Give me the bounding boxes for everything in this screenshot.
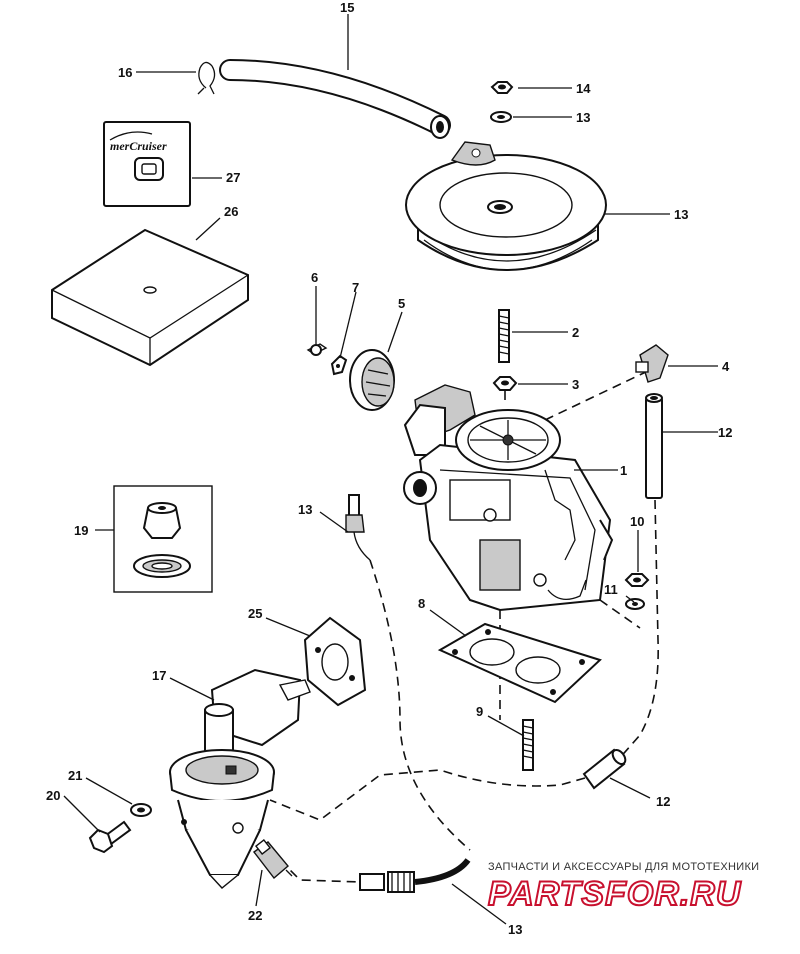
callout-7: 7 bbox=[352, 280, 359, 295]
callout-12-lower: 12 bbox=[656, 794, 670, 809]
decal-part-27: merCruiser bbox=[103, 121, 191, 207]
fuel-line-part-13-lower bbox=[359, 858, 471, 893]
callout-14: 13 bbox=[674, 207, 688, 222]
nut-part-3 bbox=[492, 376, 518, 391]
callout-3: 3 bbox=[572, 377, 579, 392]
callout-13-lower: 13 bbox=[508, 922, 522, 937]
watermark: ЗАПЧАСТИ И АКСЕССУАРЫ ДЛЯ МОТОТЕХНИКИ PA… bbox=[487, 861, 759, 914]
watermark-site: PARTSFOR.RU bbox=[488, 875, 742, 913]
nut-part-16 bbox=[490, 81, 514, 94]
decal-brand-text: merCruiser bbox=[110, 139, 167, 153]
carburetor-part-1 bbox=[403, 384, 614, 612]
callout-20: 19 bbox=[74, 523, 88, 538]
callout-24: 22 bbox=[248, 908, 262, 923]
sleeve-part-12-lower bbox=[582, 748, 627, 790]
callout-4: 4 bbox=[722, 359, 730, 374]
callout-11: 11 bbox=[604, 582, 618, 597]
callout-8: 8 bbox=[418, 596, 425, 611]
callout-13-upper: 13 bbox=[298, 502, 312, 517]
nut-part-10 bbox=[624, 573, 650, 587]
callout-6: 6 bbox=[311, 270, 318, 285]
kit-part-20 bbox=[113, 485, 213, 593]
gasket-part-8 bbox=[437, 622, 602, 704]
flame-arrestor-part-14 bbox=[405, 141, 607, 271]
callout-22: 21 bbox=[68, 768, 82, 783]
bolt-part-21 bbox=[88, 820, 132, 854]
callout-27: 27 bbox=[226, 170, 240, 185]
callout-15: 13 bbox=[576, 110, 590, 125]
washer-part-22 bbox=[130, 803, 152, 817]
clamp-part-18 bbox=[197, 61, 216, 95]
stud-part-9 bbox=[522, 719, 534, 771]
callout-21: 20 bbox=[46, 788, 60, 803]
callout-leaders bbox=[63, 14, 718, 925]
callout-19: 17 bbox=[152, 668, 166, 683]
callout-12-upper: 12 bbox=[718, 425, 732, 440]
screw-part-6 bbox=[306, 343, 328, 356]
hose-part-17 bbox=[219, 59, 451, 139]
cover-part-26 bbox=[51, 228, 249, 367]
bracket-part-7 bbox=[330, 354, 348, 376]
fitting-part-13-upper bbox=[345, 494, 371, 561]
washer-part-15 bbox=[490, 111, 512, 123]
stud-part-2 bbox=[498, 309, 510, 363]
elbow-fitting-part-4 bbox=[635, 344, 669, 383]
callout-labels: 15 16 14 13 13 27 26 6 7 5 2 3 4 12 1 10… bbox=[46, 0, 732, 937]
callout-2: 2 bbox=[572, 325, 579, 340]
vent-part-5 bbox=[349, 349, 395, 411]
callout-16: 14 bbox=[576, 81, 591, 96]
fuel-pump-part-19 bbox=[169, 668, 311, 889]
fitting-part-24 bbox=[253, 838, 293, 880]
callout-9: 9 bbox=[476, 704, 483, 719]
callout-17: 15 bbox=[340, 0, 354, 15]
watermark-tagline: ЗАПЧАСТИ И АКСЕССУАРЫ ДЛЯ МОТОТЕХНИКИ bbox=[488, 861, 759, 873]
callout-10: 10 bbox=[630, 514, 644, 529]
callout-25: 25 bbox=[248, 606, 262, 621]
callout-1: 1 bbox=[620, 463, 627, 478]
callout-26: 26 bbox=[224, 204, 238, 219]
tube-part-12-upper bbox=[645, 393, 663, 499]
callout-5: 5 bbox=[398, 296, 405, 311]
gasket-part-25 bbox=[303, 616, 367, 707]
washer-part-11 bbox=[625, 598, 645, 610]
callout-18: 16 bbox=[118, 65, 132, 80]
